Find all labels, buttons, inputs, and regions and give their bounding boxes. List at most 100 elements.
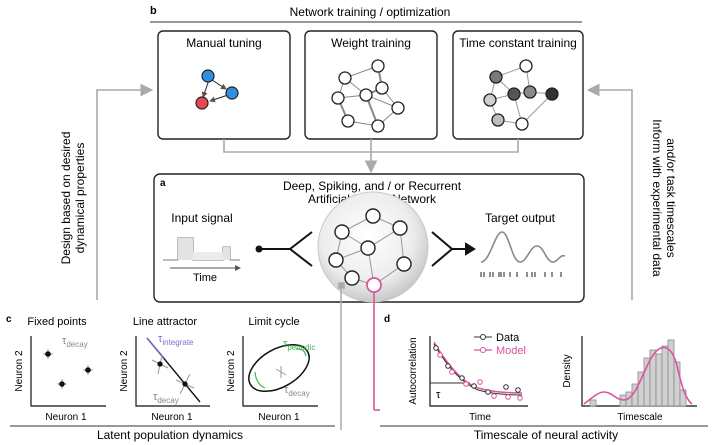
network-node: [365, 208, 381, 224]
network-node: [483, 93, 497, 107]
panel-d-section-label: Timescale of neural activity: [474, 428, 618, 442]
hist-bar: [637, 371, 645, 407]
network-node: [396, 256, 412, 272]
network-node: [489, 70, 503, 84]
manual-tuning-box: Manual tuning: [157, 30, 291, 140]
fixed-points-plot: Fixed points Neuron 2 Neuron 1 τdecay: [14, 316, 106, 423]
legend-model-label: Model: [496, 345, 526, 357]
line-attractor-plot: Line attractor Neuron 2 Neuron 1 τintegr…: [119, 316, 210, 423]
hist-bar: [673, 361, 681, 407]
time-constant-training-title: Time constant training: [459, 36, 577, 50]
hist-xlabel: Timescale: [617, 412, 663, 423]
input-signal-trace: [163, 237, 241, 271]
autocorr-legend: Data Model: [474, 332, 526, 357]
model-point: [449, 369, 455, 375]
panel-c-section-label: Latent population dynamics: [97, 428, 243, 442]
network-node: [392, 220, 408, 236]
output-fan-out: [431, 231, 476, 267]
network-node: [375, 81, 389, 95]
integrate-segment: [146, 337, 165, 359]
manual-tuning-title: Manual tuning: [186, 36, 261, 50]
network-node: [371, 59, 385, 73]
network-node: [331, 91, 345, 105]
network-node: [195, 96, 209, 110]
network-node: [491, 113, 505, 127]
network-node: [338, 71, 352, 85]
data-point: [445, 363, 451, 369]
legend-data-label: Data: [496, 332, 520, 344]
network-node: [391, 101, 405, 115]
connector-to-panel-d: [373, 292, 380, 411]
data-point: [459, 375, 465, 381]
limit-cycle-tau-periodic: τperiodic: [283, 338, 315, 352]
network-node: [519, 59, 533, 73]
rnn-sphere: [317, 191, 429, 303]
hist-ylabel: Density: [562, 354, 573, 387]
limit-cycle-title: Limit cycle: [248, 316, 299, 328]
network-node: [507, 87, 521, 101]
autocorrelation-plot: Autocorrelation Time τ Data: [408, 332, 528, 423]
data-point: [433, 345, 439, 351]
fixed-points-title: Fixed points: [27, 316, 87, 328]
model-point: [491, 393, 497, 399]
weight-training-title: Weight training: [331, 36, 411, 50]
fixed-points-xlabel: Neuron 1: [45, 412, 87, 423]
time-axis-label: Time: [193, 272, 217, 284]
fixed-point: [157, 361, 163, 367]
fixed-point: [85, 367, 91, 373]
network-node: [366, 277, 382, 293]
network-node: [344, 270, 360, 286]
line-attractor-tau-decay: τdecay: [153, 391, 179, 405]
data-point: [515, 387, 521, 393]
right-side-label-line1: Inform with experimental data: [650, 119, 664, 277]
model-point: [437, 352, 443, 358]
bracket-connector: [223, 139, 519, 174]
input-signal-label: Input signal: [171, 211, 232, 225]
hist-bar: [661, 345, 669, 407]
limit-cycle-ylabel: Neuron 2: [226, 350, 237, 392]
data-point: [503, 384, 509, 390]
network-node: [545, 87, 559, 101]
model-point: [463, 381, 469, 387]
autocorr-tau: τ: [436, 389, 441, 401]
fixed-point: [45, 351, 51, 357]
model-point: [477, 379, 483, 385]
time-constant-training-box: Time constant training: [452, 30, 584, 140]
limit-cycle-xlabel: Neuron 1: [258, 412, 300, 423]
network-node: [225, 86, 239, 100]
connector-to-panel-c: [338, 282, 345, 430]
network-node: [334, 224, 350, 240]
limit-cycle-orbit: [248, 343, 310, 393]
network-node: [523, 85, 537, 99]
network-node: [515, 117, 529, 131]
autocorr-ylabel: Autocorrelation: [408, 337, 419, 404]
periodic-arrow: [254, 371, 266, 389]
panel-a-title-line1: Deep, Spiking, and / or Recurrent: [283, 179, 462, 193]
model-point: [517, 395, 523, 401]
weight-training-box: Weight training: [304, 30, 438, 140]
panel-b-letter: b: [150, 5, 157, 17]
limit-cycle-plot: Limit cycle Neuron 2 Neuron 1 τperiodic …: [226, 316, 318, 423]
right-feedback-arrow: [586, 83, 633, 300]
fixed-points-tau: τdecay: [62, 335, 88, 349]
target-output-trace: [480, 231, 566, 277]
timescale-histogram: Density Timescale: [562, 336, 697, 423]
network-node: [371, 119, 385, 133]
data-point: [471, 383, 477, 389]
limit-cycle-tau-decay: τdecay: [284, 384, 310, 398]
data-point: [485, 389, 491, 395]
periodic-arrow: [295, 348, 307, 357]
target-output-label: Target output: [485, 211, 556, 225]
left-feedback-arrow: [96, 83, 154, 300]
right-side-label-line2: and/or task timescales: [664, 138, 678, 257]
network-node: [201, 69, 215, 83]
network-node: [359, 88, 373, 102]
input-fan-in: [255, 231, 313, 267]
autocorr-xlabel: Time: [469, 412, 491, 423]
panel-d-letter: d: [384, 314, 390, 325]
line-attractor-xlabel: Neuron 1: [151, 412, 193, 423]
panel-b-title: Network training / optimization: [290, 5, 451, 19]
panel-c-letter: c: [6, 314, 12, 325]
line-attractor-title: Line attractor: [133, 316, 198, 328]
